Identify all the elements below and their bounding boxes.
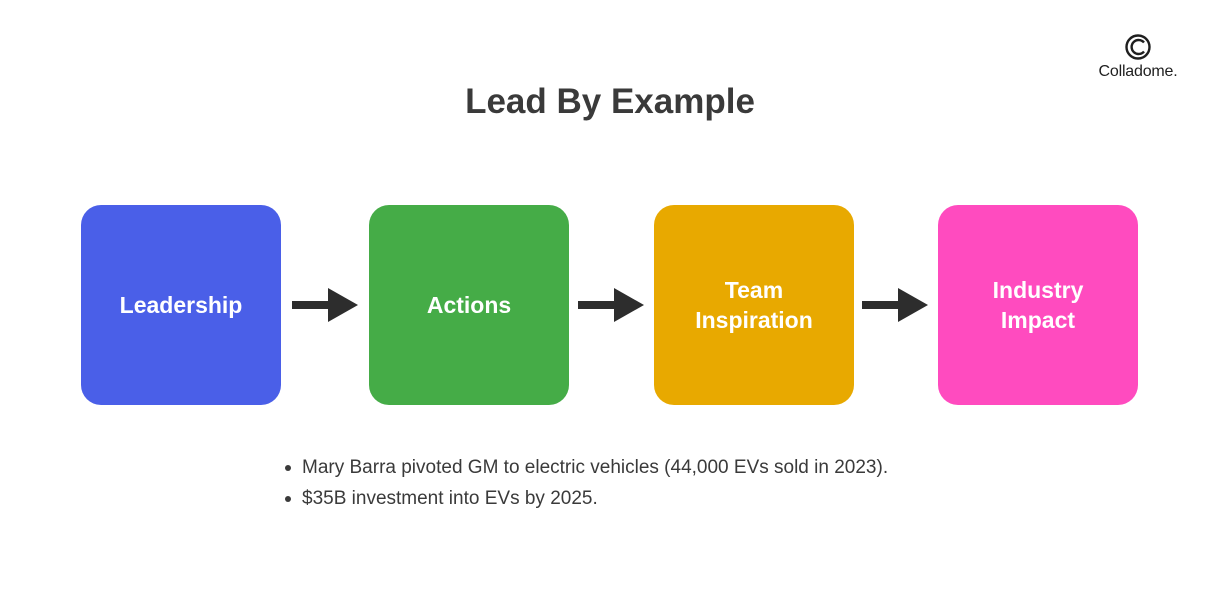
arrow-right-icon [292, 288, 358, 322]
step-label: Industry Impact [992, 277, 1084, 333]
brand-logo: Colladome. [1086, 32, 1190, 84]
bullet-text: Mary Barra pivoted GM to electric vehicl… [302, 457, 889, 478]
step-label: Leadership [119, 292, 243, 318]
colladome-logo-icon [1125, 34, 1151, 60]
arrow-right-icon [862, 288, 928, 322]
arrow-right-icon [578, 288, 644, 322]
bullet-icon [285, 465, 291, 471]
step-box-team-inspiration: Team Inspiration [654, 205, 854, 405]
page-title: Lead By Example [465, 82, 755, 121]
list-item: $35B investment into EVs by 2025. [282, 483, 888, 514]
logo-text: Colladome. [1098, 63, 1178, 80]
step-box-actions: Actions [369, 205, 569, 405]
list-item: Mary Barra pivoted GM to electric vehicl… [282, 452, 888, 483]
step-label: Actions [426, 292, 512, 318]
bullet-icon [285, 496, 291, 502]
bullet-list: Mary Barra pivoted GM to electric vehicl… [282, 452, 888, 514]
bullet-text: $35B investment into EVs by 2025. [302, 488, 598, 509]
step-label: Team Inspiration [695, 277, 813, 333]
step-box-leadership: Leadership [81, 205, 281, 405]
step-box-industry-impact: Industry Impact [938, 205, 1138, 405]
